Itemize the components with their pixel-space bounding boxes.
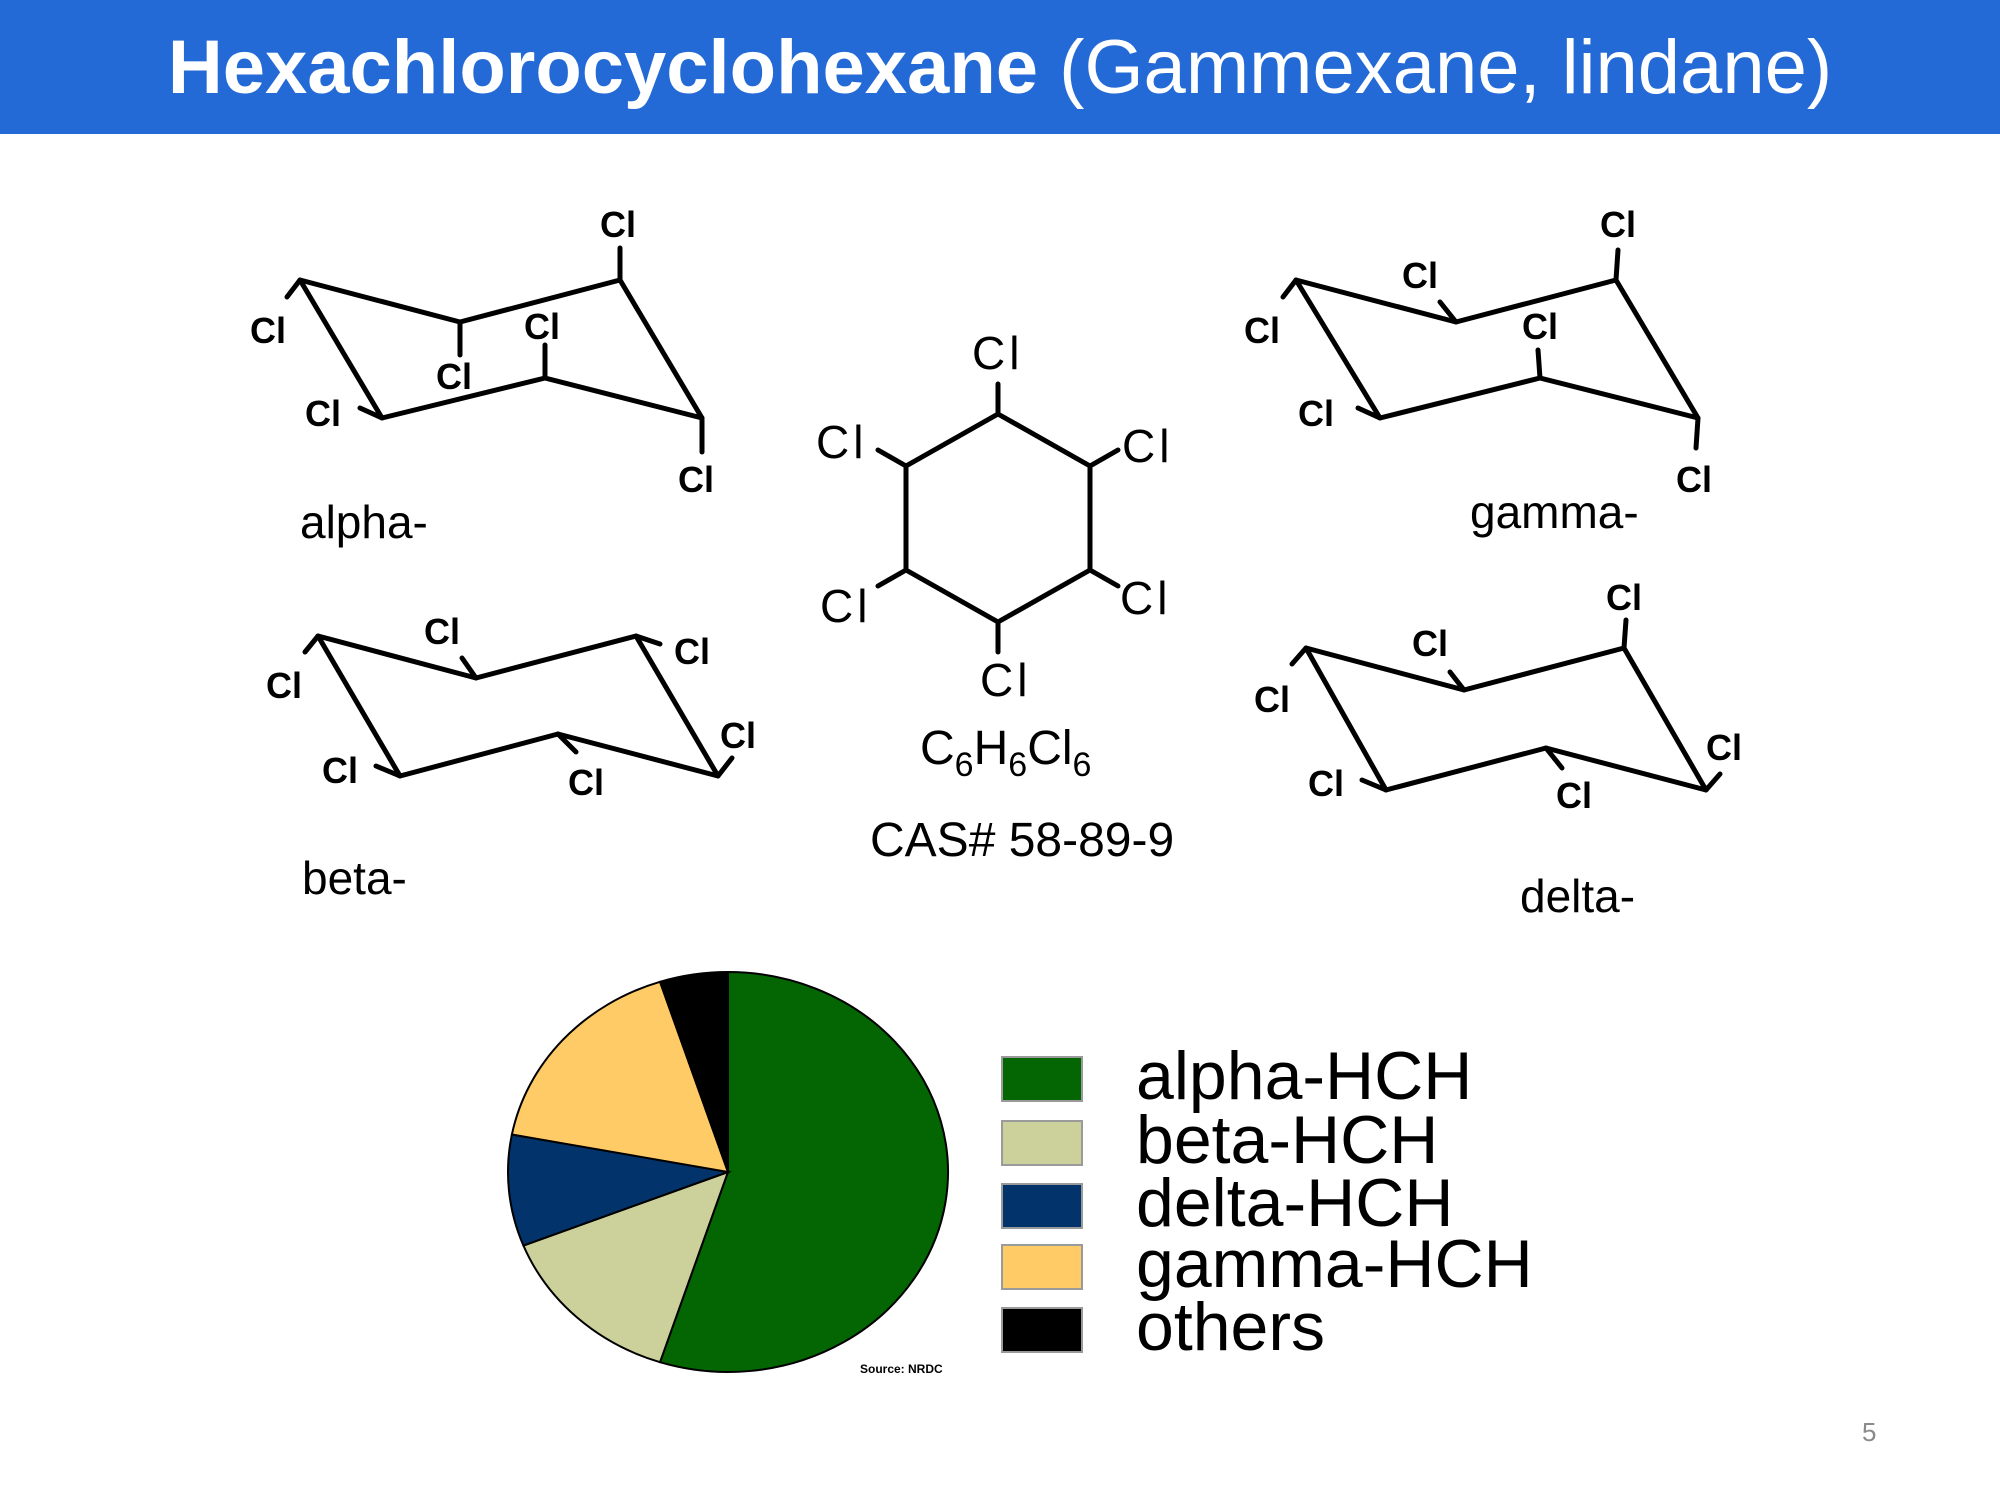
planar-bond-top-left — [875, 447, 909, 469]
alpha-bond-2 — [357, 405, 385, 421]
page-number: 5 — [1862, 1417, 1876, 1447]
gamma-cl-4: Cl — [1522, 306, 1558, 347]
planar-cl-top: Cl — [972, 327, 1023, 379]
title-subtitle: (Gammexane, lindane) — [1038, 24, 1833, 110]
legend-label-gamma-hch: gamma-HCH — [1136, 1226, 1533, 1302]
delta-bond-6 — [1703, 771, 1723, 793]
legend-label-alpha-hch: alpha-HCH — [1136, 1038, 1472, 1114]
gamma-bond-2 — [1355, 405, 1383, 421]
delta-cl-5: Cl — [1606, 577, 1642, 618]
pie-slice-alpha-hch — [658, 970, 949, 1373]
pie-slice-gamma-hch — [510, 980, 730, 1174]
delta-cl-3: Cl — [1412, 623, 1448, 664]
planar-bond-bottom-left — [875, 567, 909, 589]
delta-bond-3 — [1447, 669, 1467, 693]
gamma-cl-5: Cl — [1600, 204, 1636, 245]
gamma-ring — [1293, 277, 1701, 421]
alpha-cl-6: Cl — [678, 459, 714, 500]
alpha-label: alpha- — [300, 496, 428, 548]
delta-cl-1: Cl — [1254, 679, 1290, 720]
beta-cl-2: Cl — [322, 750, 358, 791]
pie-slice-beta-hch — [522, 1170, 730, 1364]
alpha-cl-1: Cl — [250, 310, 286, 351]
gamma-cl-1: Cl — [1244, 310, 1280, 351]
delta-bond-1 — [1289, 645, 1309, 667]
gamma-bond-3 — [1437, 299, 1459, 325]
beta-bond-3 — [459, 655, 479, 681]
beta-cl-4: Cl — [568, 762, 604, 803]
gamma-cl-2: Cl — [1298, 393, 1334, 434]
planar-structure: Cl Cl Cl Cl Cl Cl C6H6Cl6 CAS# 58-89-9 — [816, 327, 1174, 867]
legend-swatch-delta-hch — [1001, 1183, 1083, 1229]
delta-label: delta- — [1520, 870, 1635, 922]
beta-label: beta- — [302, 852, 407, 904]
planar-cl-bottom-left: Cl — [820, 580, 871, 632]
chart-source: Source: NRDC — [860, 1362, 943, 1376]
delta-cl-4: Cl — [1556, 775, 1592, 816]
gamma-isomer-structure: Cl Cl Cl Cl Cl Cl gamma- — [1244, 204, 1712, 538]
legend-swatch-gamma-hch — [1001, 1244, 1083, 1290]
beta-isomer-structure: Cl Cl Cl Cl Cl Cl beta- — [266, 611, 756, 904]
beta-bond-6 — [715, 755, 735, 779]
planar-cl-bottom-right: Cl — [1120, 572, 1171, 624]
alpha-isomer-structure: Cl Cl Cl Cl Cl Cl alpha- — [250, 204, 714, 548]
beta-bond-1 — [302, 633, 321, 655]
pie-slice-delta-hch — [507, 1133, 732, 1247]
beta-cl-5: Cl — [674, 631, 710, 672]
beta-cl-1: Cl — [266, 665, 302, 706]
title-bar: Hexachlorocyclohexane (Gammexane, lindan… — [0, 0, 2000, 134]
planar-bond-bottom-right — [1087, 567, 1121, 589]
alpha-bond-1 — [284, 277, 303, 300]
planar-cl-top-right: Cl — [1122, 420, 1173, 472]
gamma-cl-6: Cl — [1676, 459, 1712, 500]
planar-cl-top-left: Cl — [816, 416, 867, 468]
legend-label-others: others — [1136, 1289, 1325, 1365]
molecular-formula: C6H6Cl6 — [920, 722, 1091, 784]
gamma-bond-6 — [1693, 415, 1701, 451]
planar-bond-top-right — [1087, 447, 1121, 469]
legend-swatch-beta-hch — [1001, 1120, 1083, 1166]
legend-label-beta-hch: beta-HCH — [1136, 1102, 1438, 1178]
delta-cl-2: Cl — [1308, 763, 1344, 804]
delta-ring — [1303, 645, 1709, 793]
alpha-cl-5: Cl — [600, 204, 636, 245]
beta-bond-4 — [555, 731, 579, 755]
delta-cl-6: Cl — [1706, 727, 1742, 768]
gamma-cl-3: Cl — [1402, 255, 1438, 296]
pie-slice-others — [658, 970, 729, 1173]
slide-title: Hexachlorocyclohexane (Gammexane, lindan… — [168, 24, 1832, 111]
cas-number: CAS# 58-89-9 — [870, 814, 1174, 867]
alpha-cl-4: Cl — [524, 306, 560, 347]
beta-cl-3: Cl — [424, 611, 460, 652]
legend-label-delta-hch: delta-HCH — [1136, 1165, 1453, 1241]
delta-isomer-structure: Cl Cl Cl Cl Cl Cl delta- — [1254, 577, 1742, 922]
legend-swatch-others — [1001, 1307, 1083, 1353]
pie-chart — [507, 970, 949, 1373]
beta-ring — [315, 633, 721, 779]
delta-bond-4 — [1543, 745, 1565, 771]
beta-bond-5 — [633, 633, 663, 647]
planar-cl-bottom: Cl — [980, 654, 1031, 706]
gamma-label: gamma- — [1470, 486, 1639, 538]
pie-legend: alpha-HCHbeta-HCHdelta-HCHgamma-HCHother… — [1001, 1038, 1533, 1365]
alpha-cl-3: Cl — [436, 356, 472, 397]
delta-bond-2 — [1359, 777, 1389, 793]
title-main: Hexachlorocyclohexane — [167, 24, 1039, 110]
gamma-bond-1 — [1280, 277, 1299, 300]
planar-ring — [903, 411, 1093, 625]
beta-cl-6: Cl — [720, 715, 756, 756]
gamma-bond-5 — [1613, 247, 1621, 283]
beta-bond-2 — [373, 763, 403, 779]
alpha-ring — [297, 277, 705, 421]
alpha-cl-2: Cl — [305, 393, 341, 434]
gamma-bond-4 — [1535, 347, 1543, 381]
delta-bond-5 — [1621, 617, 1629, 651]
legend-swatch-alpha-hch — [1001, 1056, 1083, 1102]
